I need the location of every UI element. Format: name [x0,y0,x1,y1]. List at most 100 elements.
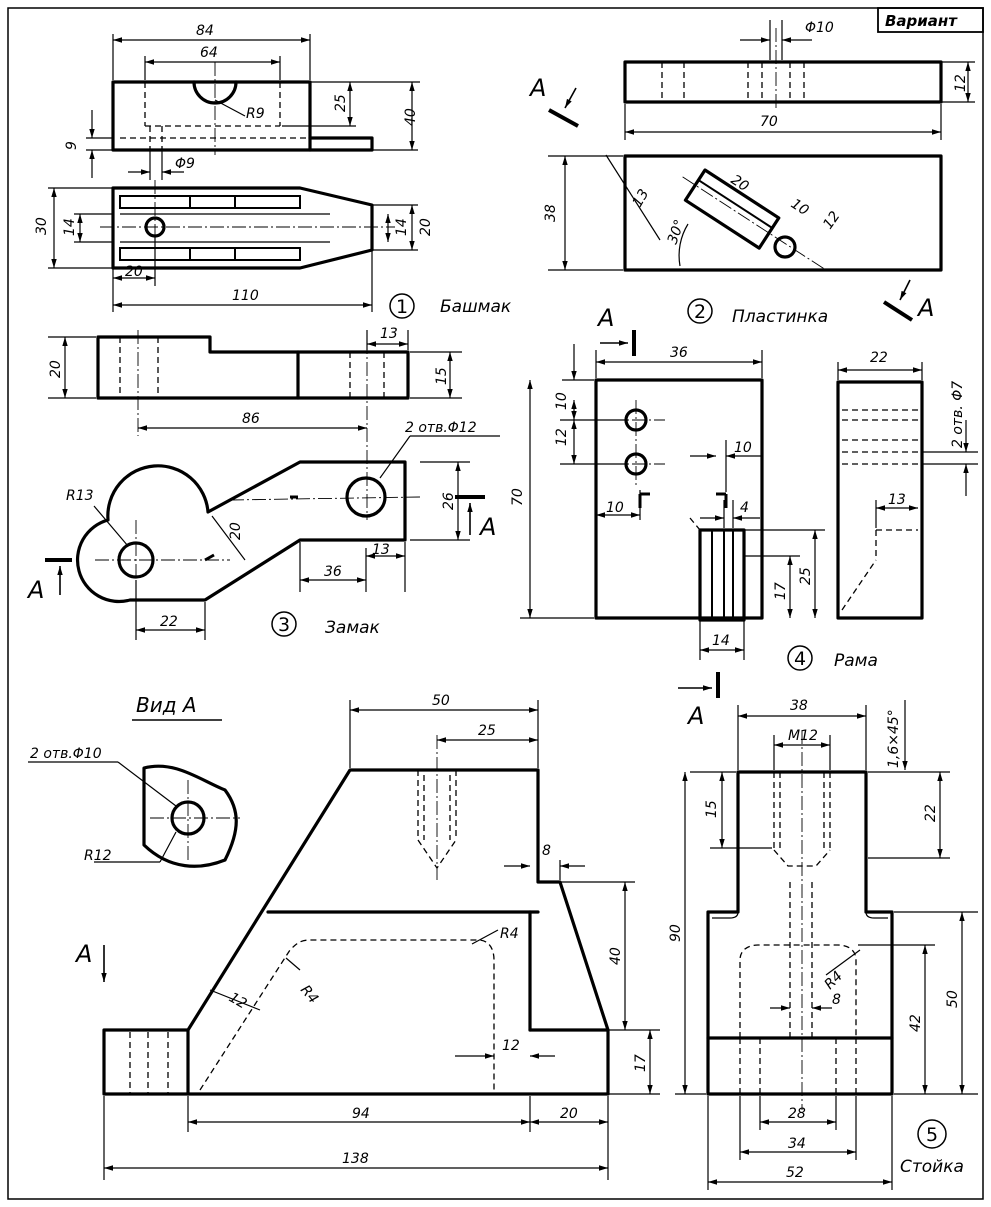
p1-front-tab [308,136,374,152]
dim-p3-15: 15 [434,367,450,385]
dim-p1-r9: R9 [246,106,265,122]
part-2-plastinka: Φ10 12 70 13 20 10 12 30° 38 А А 2 Пласт… [528,20,975,327]
dim-p2-38: 38 [543,204,559,222]
dim-main-r4b: R4 [297,982,321,1007]
dim-p1-84: 84 [196,23,214,39]
dim-p3-20b: 20 [228,522,244,540]
dim-main-12a: 12 [226,990,250,1013]
p1-top-outline [111,186,374,270]
part-1-number: 1 [396,296,408,318]
dim-p3-86: 86 [242,411,260,427]
dim-p4-13: 13 [888,492,906,508]
dim-main-r4a: R4 [500,926,519,942]
view-a-outline [142,764,238,868]
dim-p1-40: 40 [403,108,419,126]
dim-p3-22: 22 [160,614,178,630]
dim-main-94: 94 [352,1106,370,1122]
p2-section-letter-a2: А [916,294,934,322]
p2-front-outline [623,154,943,272]
dim-p3-13b: 13 [372,542,390,558]
p2-section-letter-a: А [528,74,546,102]
dim-p3-r13: R13 [66,488,94,504]
part-4-number: 4 [794,648,806,670]
p3-front-outline [75,460,407,604]
dim-p5-15: 15 [704,800,720,818]
dim-p2-13: 13 [630,187,653,210]
dim-p1-64: 64 [200,45,218,61]
view-a-title: Вид А [136,693,197,717]
dim-p1-20a: 20 [125,264,143,280]
dim-p5-52: 52 [786,1165,804,1181]
dim-main-17: 17 [633,1054,649,1072]
dim-p1-20b: 20 [418,218,434,236]
p2-hole [773,235,797,259]
dim-p4-12: 12 [554,428,570,446]
p3-section-letter-a2: А [478,513,496,541]
dim-p2-12b: 12 [820,208,843,232]
part-2-number: 2 [694,301,706,323]
dim-p4-36: 36 [670,345,688,361]
main-outline [102,768,610,1096]
dim-p5-42: 42 [908,1014,924,1032]
dim-p2-phi10: Φ10 [805,20,834,36]
main-view-letter-a: А [74,940,92,968]
variant-box [877,7,984,33]
dim-p5-38: 38 [790,698,808,714]
dim-p2-20: 20 [728,172,752,195]
dim-p2-angle: 30° [665,218,689,247]
dim-main-8: 8 [542,843,551,859]
dim-p3-holes: 2 отв.Φ12 [405,420,477,436]
part-5-number: 5 [926,1124,938,1146]
dim-main-25: 25 [478,723,496,739]
p4-section-letter-a2: А [686,702,704,730]
p4-side-outline [836,380,924,620]
view-a-holes: 2 отв.Φ10 [30,746,102,762]
part-1-name: Башмак [440,297,512,317]
part-1-bashmak: 84 64 R9 25 40 9 Φ9 30 14 14 20 20 [34,23,512,319]
dim-p3-13a: 13 [380,326,398,342]
part-3-number: 3 [278,614,290,636]
dim-p4-holes: 2 отв. Φ7 [950,381,966,448]
dim-p3-20a: 20 [48,360,64,378]
dim-p5-28: 28 [788,1106,806,1122]
dim-main-138: 138 [342,1151,369,1167]
dim-p5-90: 90 [668,924,684,942]
dim-p4-10a: 10 [554,392,570,410]
part-4-name: Рама [834,651,878,671]
dim-p1-9: 9 [64,141,80,150]
dim-p4-4: 4 [740,500,749,516]
dim-p5-m12: M12 [788,728,818,744]
part-3-zamak: 20 13 15 86 R13 2 отв.Φ12 26 20 13 36 [26,326,500,640]
dim-p5-50: 50 [945,990,961,1008]
dim-p4-25: 25 [798,567,814,585]
p1-slot-upper [119,195,301,209]
part-2-name: Пластинка [732,307,828,327]
dim-p4-70: 70 [510,488,526,506]
part-3-name: Замак [325,618,381,638]
part-5-stoyka: 38 M12 1,6×45° 15 22 90 R4 8 42 50 28 34 [668,698,978,1190]
dim-p4-14: 14 [712,633,730,649]
sheet-frame [7,7,984,1200]
dim-p1-14a: 14 [62,218,78,236]
dim-p4-10b: 10 [606,500,624,516]
p3-section-letter-a: А [26,576,44,604]
dim-main-40: 40 [608,947,624,965]
p2-top-outline [623,60,943,104]
dim-p2-12: 12 [953,74,969,92]
p5-outline [706,770,894,1096]
p3-right-hole [345,476,387,518]
dim-p4-10c: 10 [734,440,752,456]
p3-top-outline [96,335,410,400]
dim-p4-17: 17 [773,582,789,600]
dim-p3-26: 26 [441,492,457,510]
dim-p1-phi9: Φ9 [175,156,195,172]
main-bracket: 50 25 8 40 17 R4 R4 12 12 94 20 138 А [74,693,660,1180]
dim-p1-14b: 14 [394,218,410,236]
dim-main-12b: 12 [502,1038,520,1054]
dim-p2-10: 10 [788,196,812,219]
p4-section-letter-a: А [596,304,614,332]
dim-p5-22: 22 [923,804,939,822]
dim-p5-34: 34 [788,1136,806,1152]
